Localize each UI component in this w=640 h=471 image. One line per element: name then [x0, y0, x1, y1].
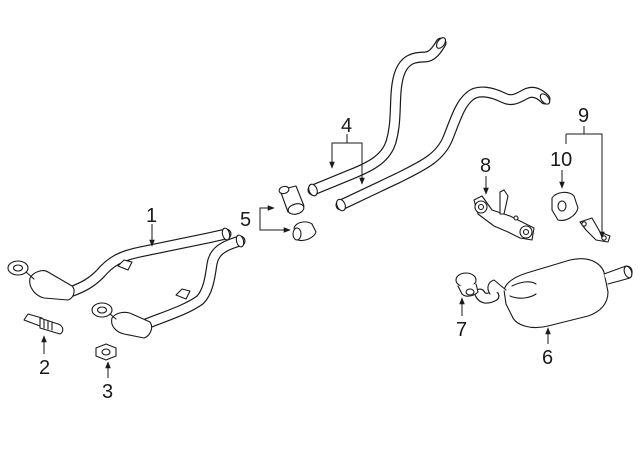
callout-10: 10	[550, 149, 572, 171]
isolator	[455, 272, 479, 297]
stud	[23, 313, 64, 335]
callout-2: 2	[39, 357, 50, 379]
callout-8: 8	[480, 155, 491, 177]
insulator	[551, 191, 579, 221]
leader-lines	[41, 126, 605, 378]
callout-4: 4	[341, 115, 352, 137]
muffler	[474, 258, 633, 329]
callout-1: 1	[146, 205, 157, 227]
hanger	[579, 217, 611, 243]
callout-labels: 1 2 3 4 5 6 7 8 9 10	[39, 105, 589, 403]
intermediate-pipes	[307, 37, 551, 212]
y-pipe-assembly	[7, 227, 246, 339]
hanger-bracket	[473, 189, 535, 241]
callout-5: 5	[240, 209, 251, 231]
nut	[95, 343, 117, 361]
callout-6: 6	[542, 347, 553, 369]
callout-3: 3	[102, 381, 113, 403]
callout-7: 7	[456, 319, 467, 341]
clamps	[278, 185, 317, 242]
callout-9: 9	[578, 105, 589, 127]
